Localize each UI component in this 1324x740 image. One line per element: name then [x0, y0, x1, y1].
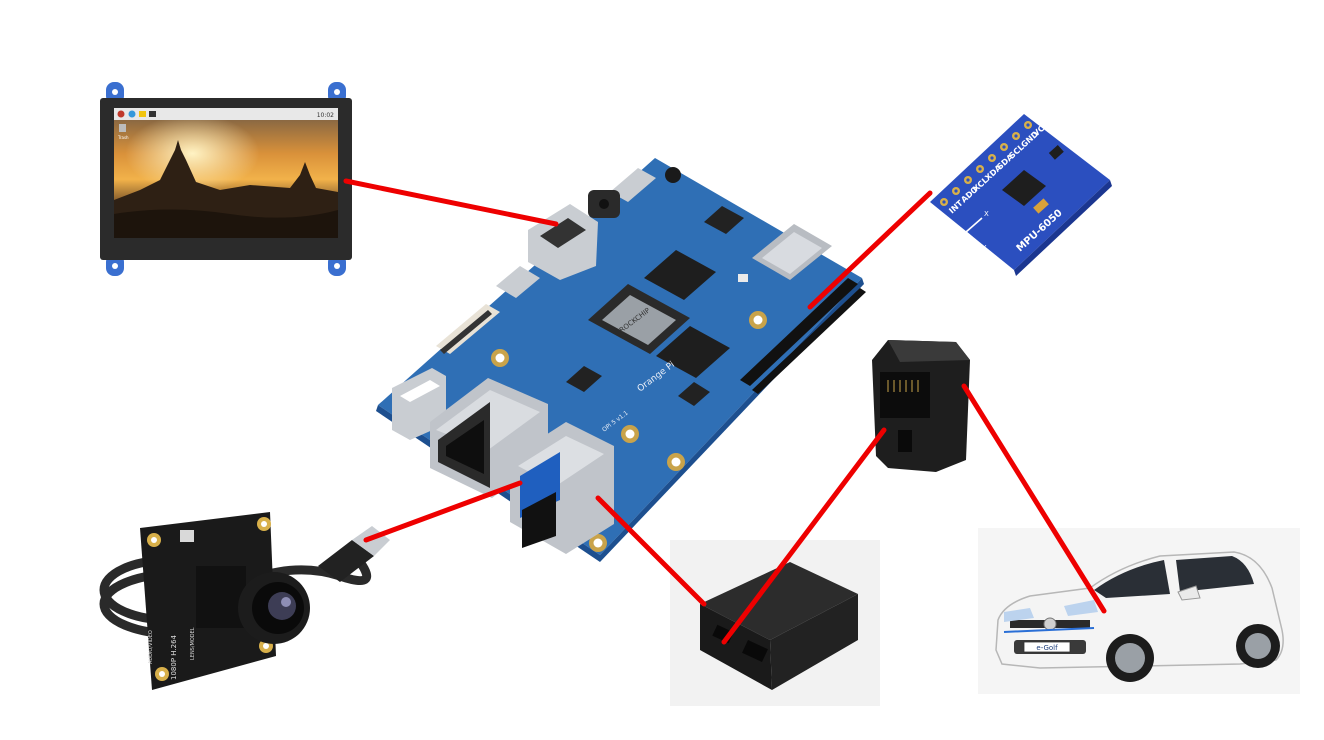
- board-ram-chip: [656, 326, 730, 378]
- camera-usb-plug: [318, 540, 374, 582]
- car-plate: [1023, 641, 1071, 653]
- board-small-chip: [566, 366, 602, 392]
- adapter-port-2: [742, 640, 768, 662]
- display-start-icon: [117, 110, 125, 118]
- board-buzzer: [665, 167, 681, 183]
- usb-camera: 1080P H.264 AUDIO/VIDEO LENS/MODEL: [99, 512, 390, 690]
- display-taskbar: [114, 108, 338, 120]
- connector-usb-to-adapter: [595, 495, 707, 607]
- sensor-axis-icon: [965, 217, 983, 245]
- connector-sensor-to-gpio: [807, 190, 933, 310]
- connector-lines: [343, 178, 1107, 645]
- sensor-capacitor: [1033, 198, 1049, 214]
- car-headlight: [1004, 608, 1034, 622]
- car-side-window: [1176, 556, 1254, 592]
- display-clock: 10:02: [317, 112, 334, 119]
- electric-car: e-Golf: [978, 528, 1300, 694]
- board-small-chip: [678, 382, 710, 406]
- connector-coupler-to-car: [961, 383, 1107, 614]
- camera-pcb-text-3: LENS/MODEL: [190, 627, 196, 660]
- board-ram-chip: [644, 250, 716, 300]
- camera-pcb-text-1: 1080P H.264: [170, 634, 178, 680]
- car-headlight: [1064, 600, 1098, 616]
- car-plate-text: e-Golf: [1036, 644, 1058, 652]
- board-gpio-header: [740, 278, 866, 394]
- connector-display-to-hdmi: [343, 178, 559, 227]
- sensor-axis-x: X: [984, 210, 989, 218]
- sensor-pin-row: [940, 121, 1032, 206]
- display-trash-label: Trash: [117, 135, 129, 140]
- camera-mic: [180, 530, 194, 542]
- car-windshield: [1094, 560, 1170, 598]
- mpu6050-sensor: VCC GND SCL SDA XDA XCL AD0 INT X Y MPU-…: [930, 114, 1112, 276]
- display-browser-icon: [128, 110, 136, 118]
- board-pmic-chip: [704, 206, 744, 234]
- coupler-jack: [880, 372, 930, 418]
- sensor-axis-y: Y: [981, 244, 987, 252]
- sensor-imu-chip: [1002, 170, 1046, 206]
- board-button: [738, 274, 748, 282]
- car-mirror: [1177, 585, 1201, 601]
- rj45-coupler: [872, 340, 970, 472]
- display-terminal-icon: [149, 111, 156, 117]
- display-folder-icon: [139, 111, 146, 117]
- coupler-side-port: [898, 430, 912, 452]
- board-usbc-port-2: [496, 266, 540, 298]
- connector-camera-to-usb: [363, 480, 523, 543]
- hdmi-display: 10:02 Trash: [100, 82, 352, 276]
- camera-lens-holder: [196, 566, 246, 628]
- coupler-contacts: [887, 380, 919, 392]
- obd-adapter-box: [670, 540, 880, 706]
- sensor-regulator: [1048, 145, 1064, 160]
- adapter-side: [770, 594, 858, 690]
- camera-pcb-text-2: AUDIO/VIDEO: [148, 630, 154, 664]
- board-usb3-port: [510, 422, 614, 554]
- display-trash-icon: [119, 124, 126, 132]
- car-logo: [1043, 617, 1057, 631]
- connector-adapter-to-coupler: [721, 427, 887, 645]
- orange-pi-board: ROCKCHIP: [376, 158, 866, 562]
- board-usbc-port: [610, 168, 656, 202]
